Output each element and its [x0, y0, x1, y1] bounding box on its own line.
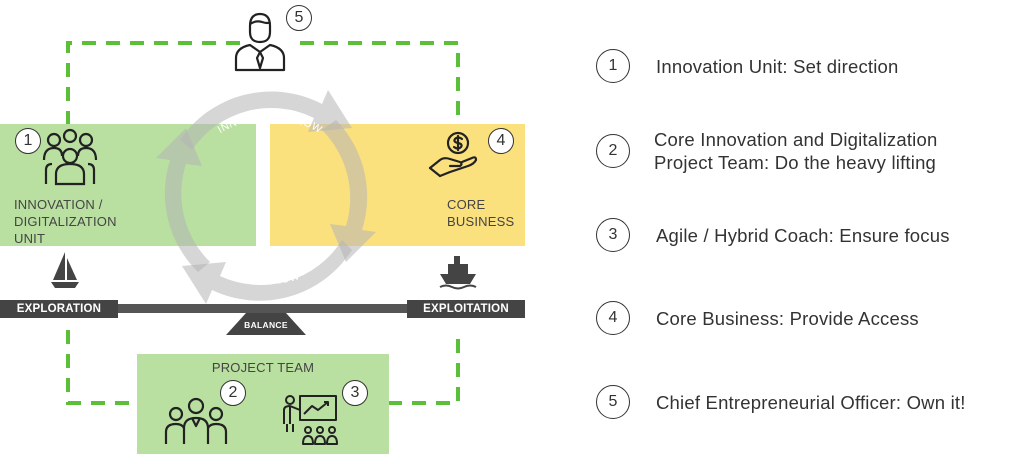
legend-number-badge: 3	[596, 218, 630, 252]
idea-flow-label: IDEA FLOW	[239, 270, 302, 287]
sailboat-icon	[51, 252, 79, 288]
legend-line: Chief Entrepreneurial Officer: Own it!	[656, 391, 966, 413]
legend-number-badge: 5	[596, 385, 630, 419]
group-people-icon	[42, 128, 98, 186]
diagram: INNOVATION FLOW IDEA FLOW 1 INNOVATION /…	[0, 5, 525, 454]
legend-text: Innovation Unit: Set direction	[656, 55, 899, 78]
core-business-label: CORE BUSINESS	[447, 196, 514, 230]
innovation-unit-label: INNOVATION / DIGITALIZATION UNIT	[14, 196, 117, 247]
flow-cycle: INNOVATION FLOW IDEA FLOW	[156, 90, 376, 304]
coach-number-badge: 3	[342, 380, 368, 406]
officer-number-badge: 5	[286, 5, 312, 31]
legend-item-3: 3 Agile / Hybrid Coach: Ensure focus	[596, 218, 950, 252]
core-label-line-2: BUSINESS	[447, 214, 515, 229]
project-team-box	[137, 354, 389, 454]
legend-text: Agile / Hybrid Coach: Ensure focus	[656, 224, 950, 247]
exploration-label: EXPLORATION	[0, 300, 118, 318]
legend-text: Chief Entrepreneurial Officer: Own it!	[656, 391, 966, 414]
project-team-number-badge: 2	[220, 380, 246, 406]
legend-item-1: 1 Innovation Unit: Set direction	[596, 49, 899, 83]
core-label-line-1: CORE	[447, 197, 486, 212]
innovation-label-line-3: UNIT	[14, 231, 46, 246]
ship-icon	[439, 256, 477, 290]
legend-line: Core Business: Provide Access	[656, 307, 919, 329]
legend-line: Innovation Unit: Set direction	[656, 55, 899, 77]
balance-fulcrum	[226, 313, 306, 335]
team-people-icon	[164, 397, 228, 444]
core-business-box	[270, 124, 525, 246]
legend-line: Agile / Hybrid Coach: Ensure focus	[656, 224, 950, 246]
project-team-title: PROJECT TEAM	[211, 360, 315, 375]
exploitation-label: EXPLOITATION	[407, 300, 525, 318]
legend-item-2: 2 Core Innovation and Digitalization Pro…	[596, 128, 937, 174]
innovation-unit-box	[0, 124, 256, 246]
coach-presentation-icon	[283, 395, 338, 445]
legend-line: Core Innovation and Digitalization	[654, 129, 938, 150]
innovation-label-line-2: DIGITALIZATION	[14, 214, 117, 229]
money-hand-icon	[428, 131, 478, 178]
balance-beam	[0, 304, 525, 313]
legend-text: Core Business: Provide Access	[656, 307, 919, 330]
innovation-label-line-1: INNOVATION /	[14, 197, 103, 212]
legend-number-badge: 4	[596, 301, 630, 335]
legend-line: Project Team: Do the heavy lifting	[654, 152, 937, 173]
core-business-number-badge: 4	[488, 128, 514, 154]
legend-number-badge: 2	[596, 134, 630, 168]
legend-item-5: 5 Chief Entrepreneurial Officer: Own it!	[596, 385, 966, 419]
innovation-unit-number-badge: 1	[15, 128, 41, 154]
ownership-dashed-outline	[66, 41, 460, 405]
balance-label: BALANCE	[244, 320, 288, 330]
legend-item-4: 4 Core Business: Provide Access	[596, 301, 919, 335]
legend-text: Core Innovation and Digitalization Proje…	[654, 128, 937, 174]
legend-number-badge: 1	[596, 49, 630, 83]
officer-person-icon	[234, 12, 286, 72]
